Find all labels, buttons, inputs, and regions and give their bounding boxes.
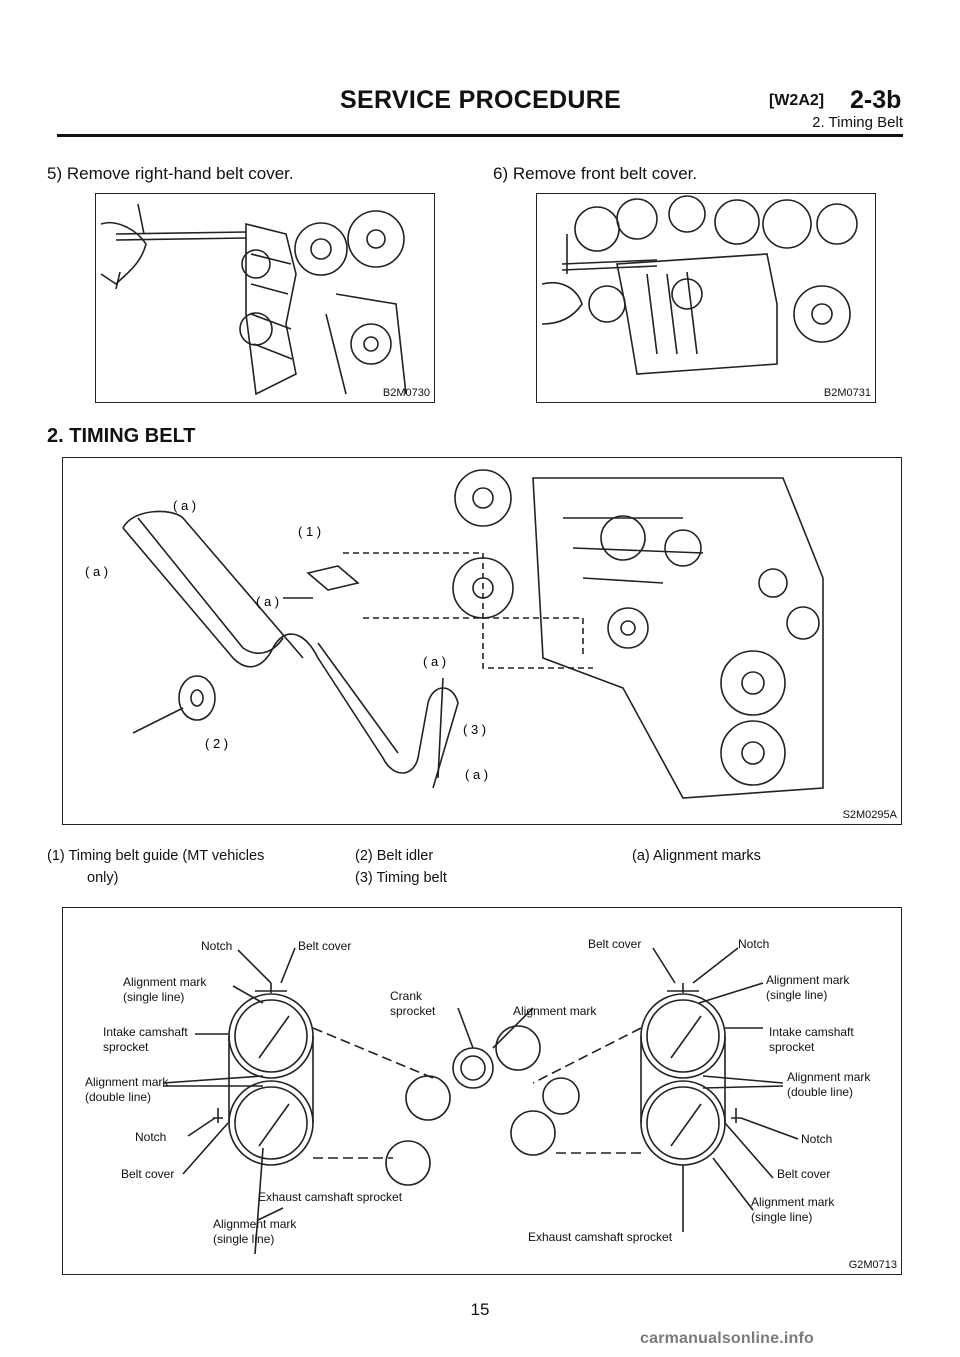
- fig4-align-single-right-2: (single line): [766, 988, 827, 1002]
- figure-1-code: B2M0730: [382, 387, 430, 399]
- fig4-intake-left-1: Intake camshaft: [103, 1025, 188, 1039]
- front-belt-cover-illustration: [541, 195, 858, 375]
- fig4-exhaust-left: Exhaust camshaft sprocket: [258, 1190, 403, 1204]
- fig4-align-double-left-2: (double line): [85, 1090, 151, 1104]
- fig4-align-single-right-bottom-2: (single line): [751, 1210, 812, 1224]
- fig4-align-single-left-bottom-1: Alignment mark: [213, 1217, 297, 1231]
- fig4-align-single-left-1: Alignment mark: [123, 975, 207, 989]
- page-number: 15: [470, 1300, 490, 1319]
- page-header-code: [W2A2]: [769, 92, 825, 109]
- legend-item-a: (a) Alignment marks: [632, 848, 761, 864]
- step-5-text: 5) Remove right-hand belt cover.: [47, 164, 294, 183]
- fig4-intake-right-1: Intake camshaft: [769, 1025, 854, 1039]
- alignment-diagram: Notch Belt cover Alignment mark (single …: [85, 937, 871, 1255]
- fig4-align-single-right-bottom-1: Alignment mark: [751, 1195, 835, 1209]
- fig3-label-a-mid: ( a ): [256, 594, 279, 609]
- fig4-intake-left-2: sprocket: [103, 1040, 149, 1054]
- legend-item-3: (3) Timing belt: [355, 870, 447, 886]
- fig4-crank-1: Crank: [390, 989, 423, 1003]
- legend-item-2: (2) Belt idler: [355, 848, 434, 864]
- fig3-label-a-bottom: ( a ): [465, 767, 488, 782]
- figure-alignment-diagram: Notch Belt cover Alignment mark (single …: [62, 907, 902, 1275]
- timing-belt-exploded-illustration: ( a ) ( a ) ( 1 ) ( a ) ( a ) ( 2 ) ( 3 …: [85, 469, 824, 799]
- header-divider: [57, 134, 903, 137]
- legend-items-2-3: (2) Belt idler (3) Timing belt: [355, 845, 447, 889]
- page-header-title: SERVICE PROCEDURE: [340, 86, 622, 114]
- fig4-notch-right-bottom: Notch: [801, 1132, 832, 1146]
- fig4-belt-cover-left-bottom: Belt cover: [121, 1167, 174, 1181]
- figure-4-code: G2M0713: [848, 1259, 897, 1271]
- figure-2-code: B2M0731: [823, 387, 871, 399]
- page-header-section: 2-3b: [850, 86, 902, 114]
- fig3-label-a-right: ( a ): [423, 654, 446, 669]
- figure-right-belt-cover: B2M0730: [95, 193, 435, 403]
- fig3-label-2: ( 2 ): [205, 736, 228, 751]
- fig4-belt-cover-right-top: Belt cover: [588, 937, 641, 951]
- fig4-belt-cover-left-top: Belt cover: [298, 939, 351, 953]
- fig3-label-3: ( 3 ): [463, 722, 486, 737]
- fig4-align-double-left-1: Alignment mark: [85, 1075, 169, 1089]
- fig3-label-a-left: ( a ): [85, 564, 108, 579]
- section-title: 2. TIMING BELT: [47, 425, 196, 447]
- fig4-align-double-right-2: (double line): [787, 1085, 853, 1099]
- fig4-align-single-left-2: (single line): [123, 990, 184, 1004]
- figure-front-belt-cover: B2M0731: [536, 193, 876, 403]
- fig4-align-mark-center: Alignment mark: [513, 1004, 597, 1018]
- fig4-align-single-left-bottom-2: (single line): [213, 1232, 274, 1246]
- legend-item-1: (1) Timing belt guide (MT vehicles only): [47, 845, 264, 889]
- right-belt-cover-illustration: [100, 203, 407, 396]
- fig4-align-single-right-1: Alignment mark: [766, 973, 850, 987]
- fig4-align-double-right-1: Alignment mark: [787, 1070, 871, 1084]
- fig4-notch-left: Notch: [201, 939, 232, 953]
- fig4-crank-2: sprocket: [390, 1004, 436, 1018]
- watermark-text: carmanualsonline.info: [640, 1330, 815, 1347]
- fig4-intake-right-2: sprocket: [769, 1040, 815, 1054]
- figure-timing-belt-exploded: ( a ) ( a ) ( 1 ) ( a ) ( a ) ( 2 ) ( 3 …: [62, 457, 902, 825]
- figure-3-code: S2M0295A: [842, 809, 897, 821]
- fig4-exhaust-right: Exhaust camshaft sprocket: [528, 1230, 673, 1244]
- fig4-belt-cover-right-bottom: Belt cover: [777, 1167, 830, 1181]
- fig4-notch-right: Notch: [738, 937, 769, 951]
- fig3-label-1: ( 1 ): [298, 524, 321, 539]
- page-header-subtitle: 2. Timing Belt: [812, 114, 903, 131]
- legend-item-1-line2: only): [87, 870, 119, 886]
- legend-item-1-line1: (1) Timing belt guide (MT vehicles: [47, 848, 265, 864]
- fig4-notch-left-bottom: Notch: [135, 1130, 166, 1144]
- fig3-label-a-top: ( a ): [173, 498, 196, 513]
- step-6-text: 6) Remove front belt cover.: [493, 164, 698, 183]
